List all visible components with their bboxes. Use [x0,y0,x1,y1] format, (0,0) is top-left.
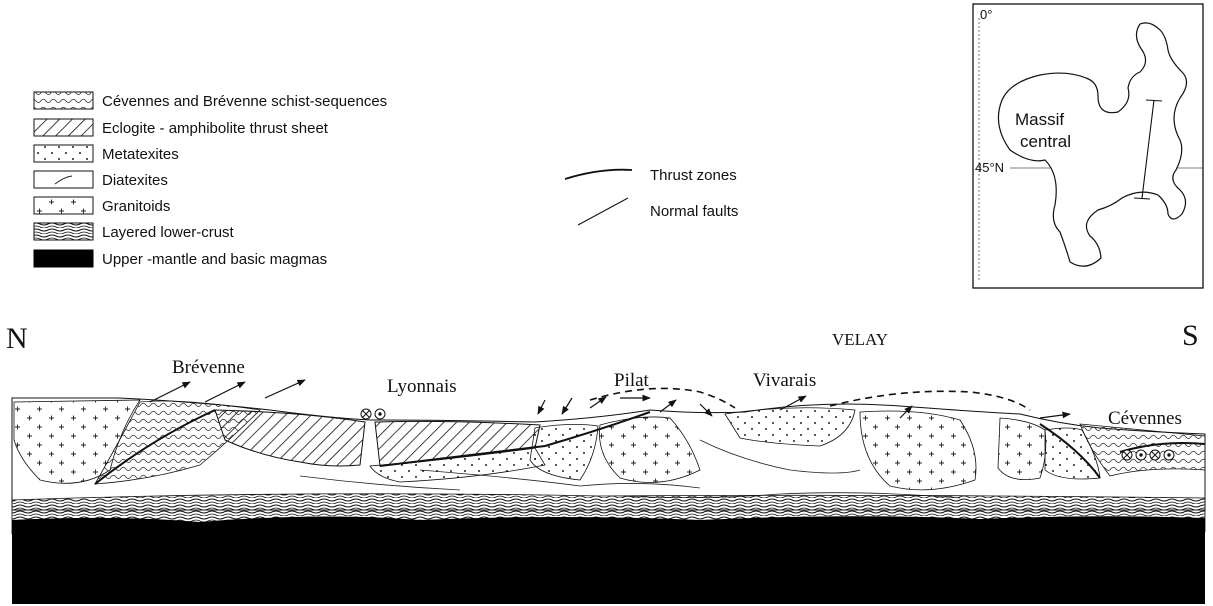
upper-mantle [12,516,1205,604]
diatexites-swatch [34,171,93,188]
legend-label-thrust: Thrust zones [650,167,737,184]
place-label-lyonnais: Lyonnais [387,376,457,397]
legend-item-mantle: Upper -mantle and basic magmas [34,250,327,268]
place-label-brevenne: Brévenne [172,357,245,378]
legend-label-schist: Cévennes and Brévenne schist-sequences [102,93,387,110]
granitoid-body-south [998,418,1046,480]
legend-item-metatexites: Metatexites [34,145,179,163]
legend-label-diatexites: Diatexites [102,172,168,189]
place-label-cevennes: Cévennes [1108,408,1182,429]
legend-label-normal: Normal faults [650,203,738,220]
cross-section: N S VELAY Brévenne Lyonnais Pilat Vivara… [6,319,1205,604]
legend-label-metatexites: Metatexites [102,146,179,163]
granitoids-swatch [34,197,93,214]
legend-item-schist: Cévennes and Brévenne schist-sequences [34,92,387,110]
normal-fault-line [578,198,628,225]
inset-lat-label: 45°N [975,160,1004,175]
inset-region-line1: Massif [1015,110,1064,129]
legend-item-eclogite: Eclogite - amphibolite thrust sheet [34,119,329,137]
place-label-pilat: Pilat [614,370,650,391]
legend-item-lowercrust: Layered lower-crust [34,223,235,241]
legend-label-eclogite: Eclogite - amphibolite thrust sheet [102,120,329,137]
metatexites-swatch [34,145,93,162]
mantle-swatch [34,250,93,267]
legend-item-diatexites: Diatexites [34,171,168,189]
eclogite-swatch [34,119,93,136]
north-label: N [6,322,28,355]
normal-fault-pilat [590,388,735,408]
schist-swatch [34,92,93,109]
thrust-zone-line [565,170,632,179]
legend-label-mantle: Upper -mantle and basic magmas [102,251,327,268]
legend-label-granitoids: Granitoids [102,198,170,215]
inset-region-line2: central [1020,132,1071,151]
inset-lon-label: 0° [980,7,992,22]
place-label-vivarais: Vivarais [753,370,816,391]
inset-map: 0° 45°N Massif central [973,4,1203,288]
velay-label: VELAY [832,330,888,349]
legend: Cévennes and Brévenne schist-sequences E… [34,92,738,268]
legend-item-thrust: Thrust zones [565,167,737,184]
legend-item-normal: Normal faults [578,198,738,225]
lowercrust-swatch [34,223,93,240]
legend-item-granitoids: Granitoids [34,197,170,215]
south-label: S [1182,319,1199,352]
legend-label-lowercrust: Layered lower-crust [102,224,235,241]
